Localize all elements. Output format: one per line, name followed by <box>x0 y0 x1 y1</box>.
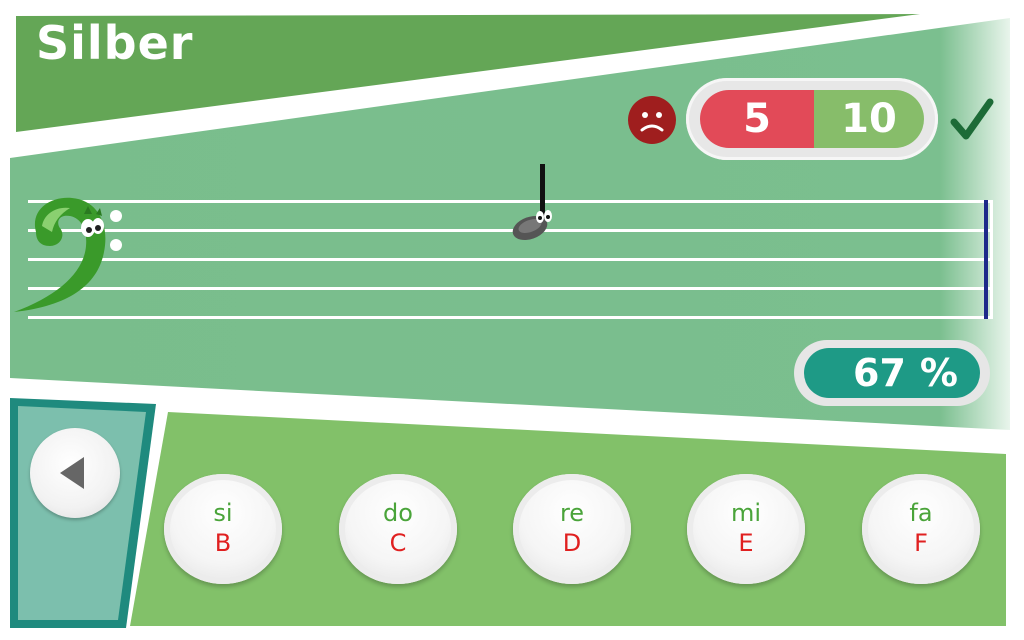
letter-label: C <box>389 529 407 558</box>
title-band <box>16 14 920 132</box>
quarter-note-icon <box>512 164 552 241</box>
level-title: Silber <box>36 16 194 70</box>
progress-badge: 67 % <box>794 340 990 406</box>
right-count: 10 <box>814 90 924 148</box>
solfege-label: do <box>383 499 413 527</box>
progress-value: 67 <box>853 351 906 395</box>
sad-face-icon <box>628 96 676 144</box>
progress-unit: % <box>919 351 958 395</box>
solfege-label: si <box>213 499 233 527</box>
staff-line <box>28 287 990 290</box>
score-display: 5 10 <box>686 78 938 160</box>
answer-button-mi[interactable]: mi E <box>687 474 805 584</box>
wrong-count: 5 <box>700 90 814 148</box>
staff-line <box>28 229 990 232</box>
letter-label: D <box>562 529 582 558</box>
back-arrow-icon <box>60 457 84 489</box>
back-button[interactable] <box>30 428 120 518</box>
solfege-label: fa <box>909 499 933 527</box>
score-bar: 5 10 <box>700 90 924 148</box>
staff-end-bar-light <box>990 200 993 319</box>
answer-button-re[interactable]: re D <box>513 474 631 584</box>
staff-end-bar <box>984 200 988 319</box>
solfege-label: re <box>559 499 585 527</box>
letter-label: F <box>914 529 928 558</box>
staff-line <box>28 258 990 261</box>
staff-line <box>28 200 990 203</box>
solfege-label: mi <box>730 499 762 527</box>
letter-label: B <box>214 529 232 558</box>
letter-label: E <box>738 529 754 558</box>
progress-pill: 67 % <box>804 348 980 398</box>
answer-button-do[interactable]: do C <box>339 474 457 584</box>
staff-line <box>28 316 990 319</box>
bass-clef-icon <box>14 197 122 312</box>
staff <box>28 200 993 319</box>
answer-button-si[interactable]: si B <box>164 474 282 584</box>
answer-button-fa[interactable]: fa F <box>862 474 980 584</box>
checkmark-icon <box>950 98 994 142</box>
